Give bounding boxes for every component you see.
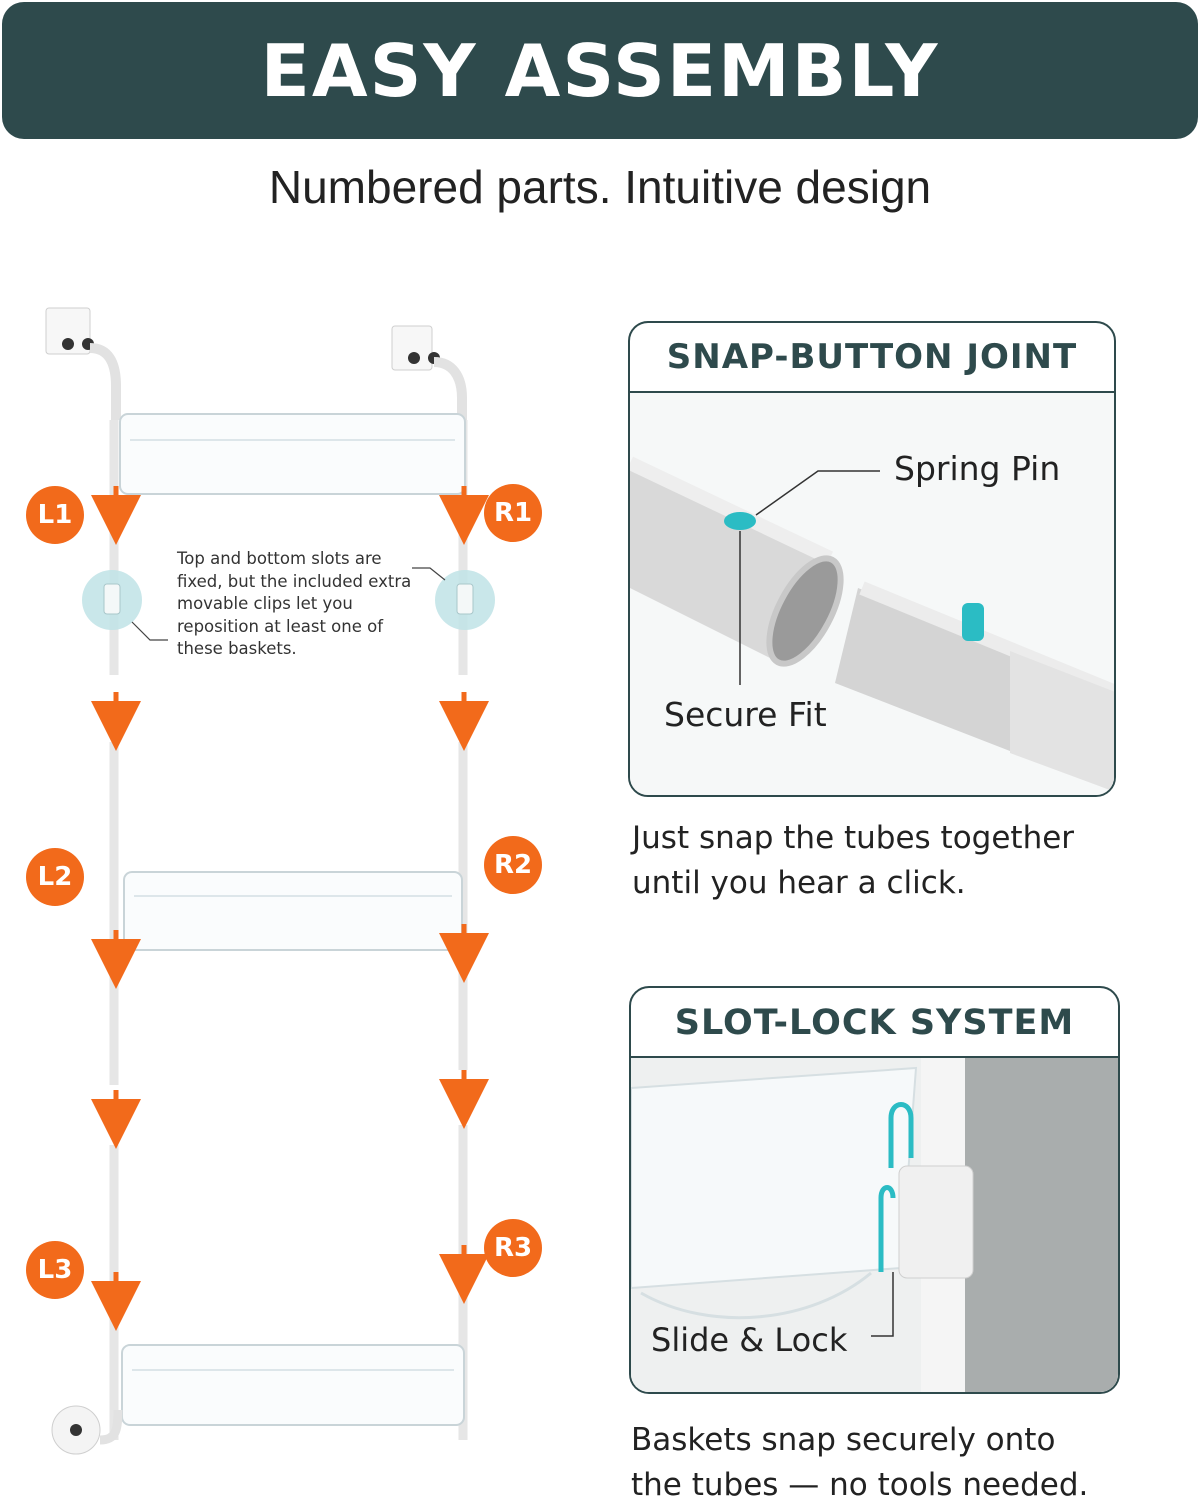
badge-r2: R2	[484, 836, 542, 894]
slot-caption: Baskets snap securely onto the tubes — n…	[631, 1418, 1088, 1498]
snap-caption: Just snap the tubes together until you h…	[632, 816, 1074, 906]
page-subtitle: Numbered parts. Intuitive design	[268, 161, 932, 213]
movable-clip-note: Top and bottom slots are fixed, but the …	[177, 549, 412, 658]
slot-caption-line-1: Baskets snap securely onto	[631, 1422, 1056, 1458]
slot-panel-title: SLOT-LOCK SYSTEM	[674, 1003, 1075, 1043]
basket-bottom	[121, 1344, 465, 1426]
slot-panel-image	[631, 1056, 1118, 1392]
badge-l3: L3	[26, 1241, 84, 1299]
callout-slide-lock: Slide & Lock	[651, 1321, 848, 1359]
assembly-arrows	[91, 486, 489, 1331]
badge-r3: R3	[484, 1219, 542, 1277]
right-door-hook	[391, 325, 467, 420]
snap-panel-image	[630, 391, 1114, 795]
page-title: EASY ASSEMBLY	[260, 28, 940, 113]
slot-lock-panel: SLOT-LOCK SYSTEM Slide & Lock	[629, 986, 1120, 1394]
tube-joint-illustration	[630, 456, 1114, 792]
snap-caption-line-1: Just snap the tubes together	[632, 820, 1075, 856]
badge-l1: L1	[26, 486, 84, 544]
bottom-suction-cup	[51, 1405, 123, 1455]
basket-top	[119, 413, 466, 495]
spring-pin-dot	[724, 512, 756, 530]
assembly-diagram: L1 R1 L2 R2 L3 R3 Top and bottom slots a…	[20, 290, 580, 1498]
title-banner: EASY ASSEMBLY	[2, 2, 1198, 139]
slot-lock-illustration	[631, 1058, 1118, 1392]
callout-spring-pin: Spring Pin	[894, 449, 1061, 488]
movable-clip-left	[82, 570, 168, 641]
snap-panel-title: SNAP-BUTTON JOINT	[666, 337, 1078, 377]
basket-middle	[123, 871, 463, 951]
slot-caption-line-2: the tubes — no tools needed.	[631, 1467, 1089, 1498]
spring-pin-button	[962, 603, 984, 641]
rack-illustration	[45, 307, 495, 1455]
badge-r1: R1	[484, 484, 542, 542]
callout-secure-fit: Secure Fit	[664, 695, 827, 734]
movable-clip-right	[412, 567, 495, 630]
badge-l2: L2	[26, 848, 84, 906]
snap-caption-line-2: until you hear a click.	[632, 865, 966, 901]
left-door-hook	[45, 307, 121, 420]
snap-button-panel: SNAP-BUTTON JOINT Spring Pin Secure Fit	[628, 321, 1116, 797]
